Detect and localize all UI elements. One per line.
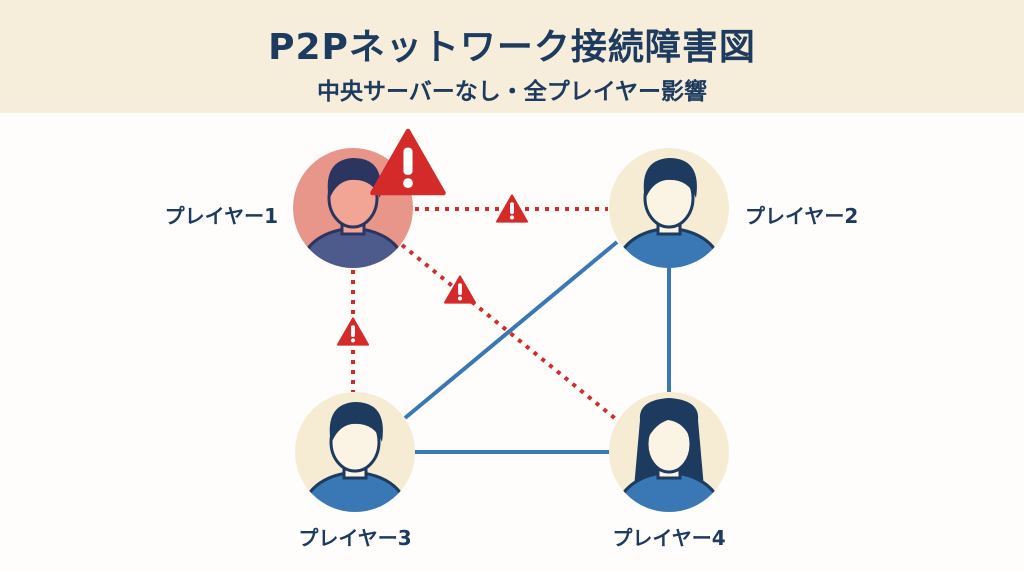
male-avatar-icon: [298, 402, 412, 512]
warning-icon: [337, 317, 369, 346]
player-2-label: プレイヤー2: [745, 204, 859, 228]
player-3-label: プレイヤー3: [298, 526, 412, 550]
warning-icon: [444, 275, 476, 304]
link-2-3: [403, 240, 619, 420]
player-2-node[interactable]: [609, 148, 729, 272]
diagram-subtitle: 中央サーバーなし・全プレイヤー影響: [316, 79, 708, 105]
female-avatar-icon: [612, 398, 726, 512]
broken-link-1-4: [400, 243, 619, 422]
male-avatar-icon: [612, 158, 726, 268]
warning-icon: [496, 194, 528, 223]
player-3-node[interactable]: [295, 392, 415, 516]
diagram-title: P2Pネットワーク接続障害図: [268, 27, 756, 68]
player-4-node[interactable]: [609, 392, 729, 516]
player-1-label: プレイヤー1: [164, 204, 278, 228]
header: P2Pネットワーク接続障害図 中央サーバーなし・全プレイヤー影響: [0, 0, 1024, 113]
player-4-label: プレイヤー4: [612, 526, 726, 550]
